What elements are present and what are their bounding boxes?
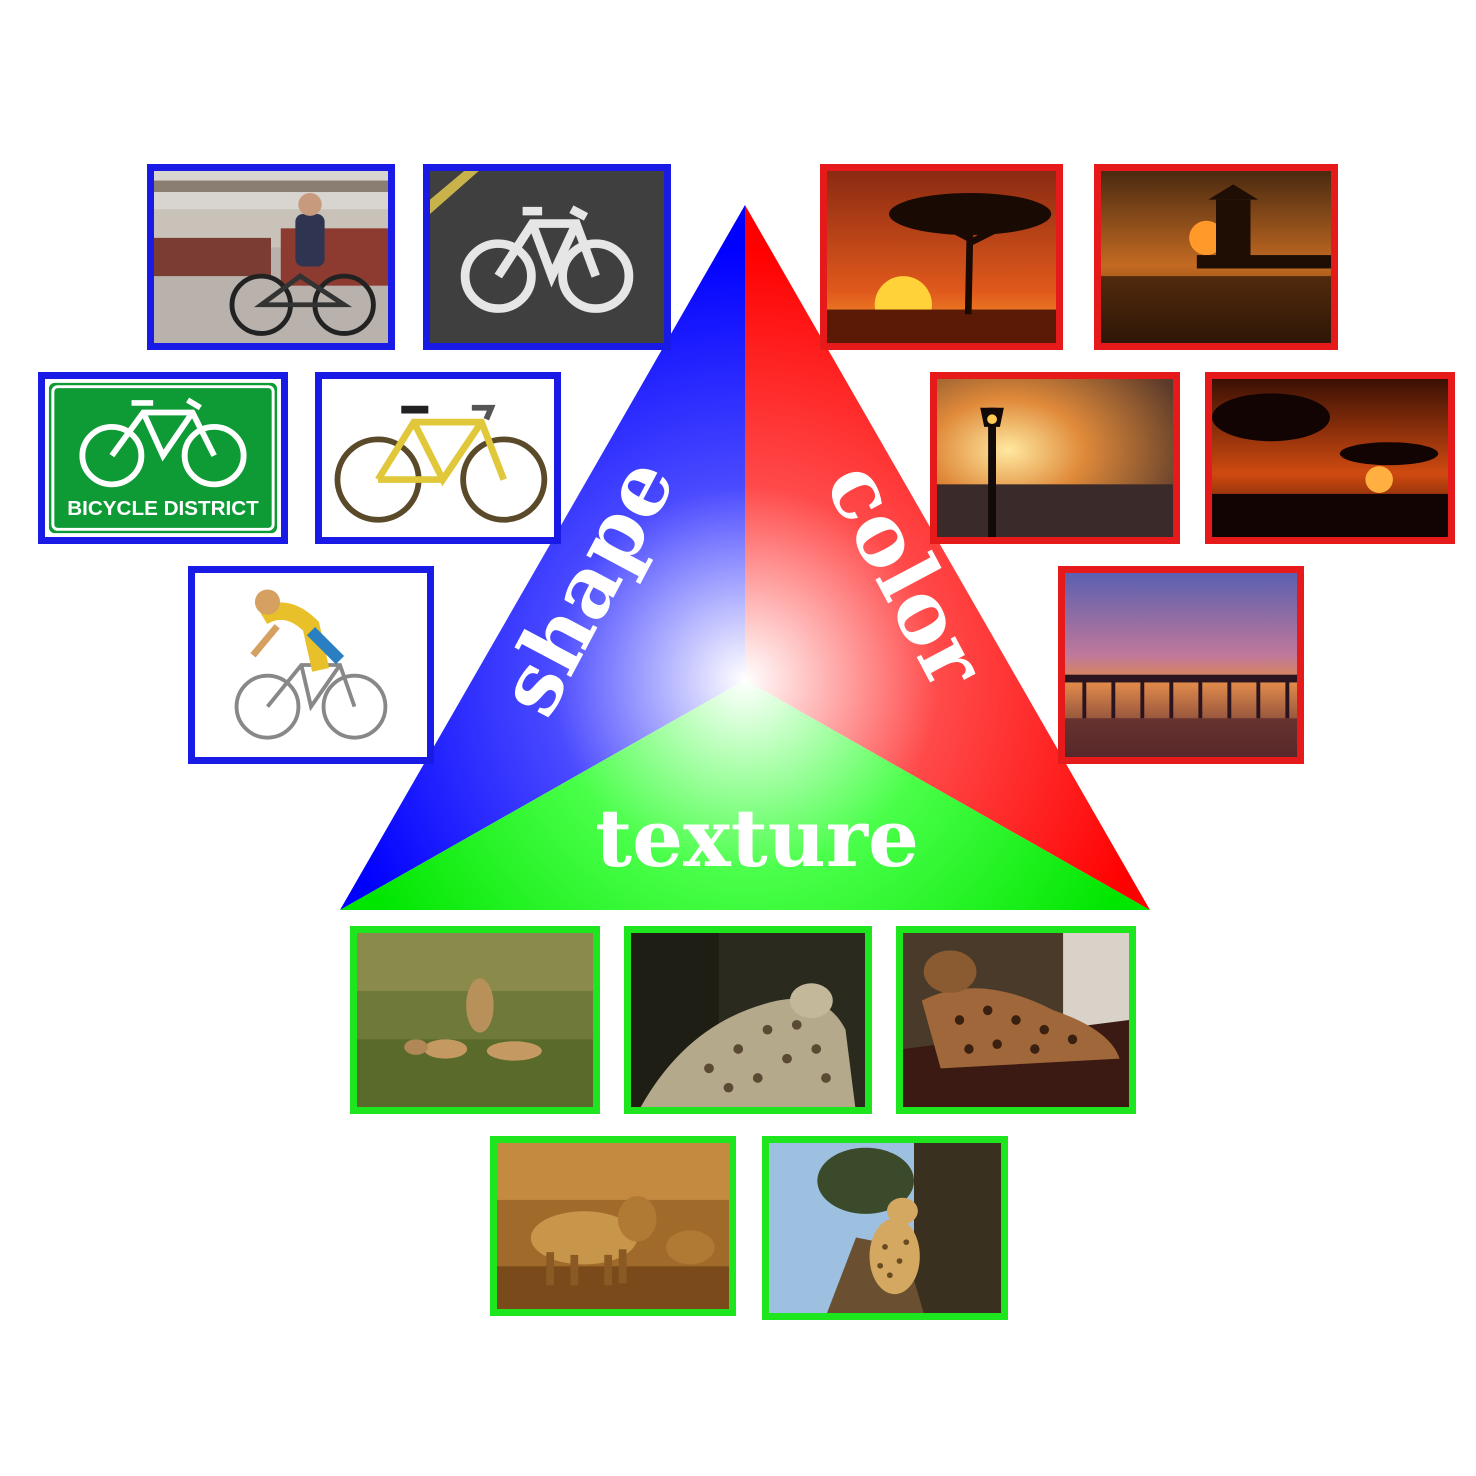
tower-sunset-icon — [1101, 171, 1331, 343]
color-segment — [745, 205, 1150, 910]
texture-label: texture — [595, 791, 919, 885]
color-thumbnail-street-lamp — [930, 372, 1180, 544]
cheetah-on-tree-icon — [769, 1143, 1001, 1313]
color-thumbnail-savanna-sunset — [1205, 372, 1455, 544]
cheetahs-in-grass-icon — [357, 933, 593, 1107]
lion-walking-icon — [497, 1143, 729, 1309]
shape-thumbnail-bike-lane — [423, 164, 671, 350]
color-thumbnail-pier-sunset — [1058, 566, 1304, 764]
bicycle-district-sign-icon: BICYCLE DISTRICT — [45, 379, 281, 537]
sign-text: BICYCLE DISTRICT — [67, 498, 259, 520]
shape-thumbnail-racing-cyclist — [188, 566, 434, 764]
shape-thumbnail-yellow-bicycle — [315, 372, 561, 544]
texture-thumbnail-leopard-log — [896, 926, 1136, 1114]
texture-segment — [340, 680, 1150, 910]
texture-thumbnail-cheetah-tree — [762, 1136, 1008, 1320]
pier-sunset-icon — [1065, 573, 1297, 757]
bike-lane-road-marking-icon — [430, 171, 664, 343]
shape-thumbnail-bicycle-district: BICYCLE DISTRICT — [38, 372, 288, 544]
tree-sunset-icon — [827, 171, 1056, 343]
yellow-bicycle-icon — [322, 379, 554, 537]
color-thumbnail-tower-sunset — [1094, 164, 1338, 350]
racing-cyclist-illustration-icon — [195, 573, 427, 757]
leopard-on-log-icon — [903, 933, 1129, 1107]
street-lamp-sunset-icon — [937, 379, 1173, 537]
texture-thumbnail-lion-walking — [490, 1136, 736, 1316]
leopard-resting-icon — [631, 933, 865, 1107]
savanna-sunset-icon — [1212, 379, 1448, 537]
texture-thumbnail-cheetahs-grass — [350, 926, 600, 1114]
color-thumbnail-tree-sunset — [820, 164, 1063, 350]
texture-thumbnail-leopard-resting — [624, 926, 872, 1114]
shape-segment — [340, 205, 745, 910]
shape-thumbnail-cyclist — [147, 164, 395, 350]
cyclist-riding-bicycle-icon — [154, 171, 388, 343]
